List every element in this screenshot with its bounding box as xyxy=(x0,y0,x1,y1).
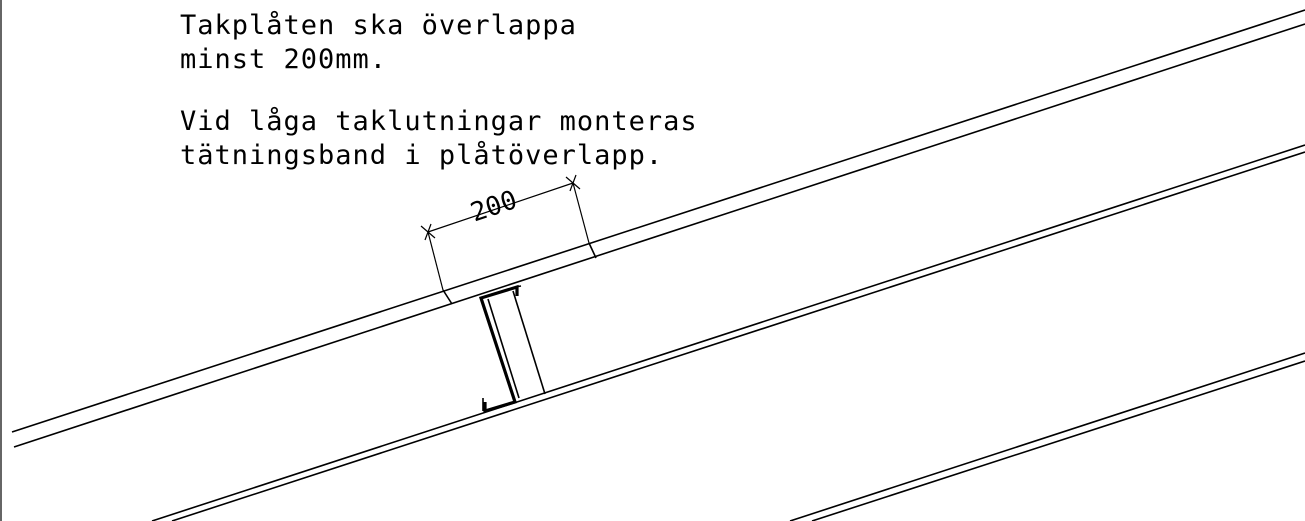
upper-roof-sheet-bottom-line xyxy=(13,23,1305,448)
overlap-start-tick xyxy=(442,289,453,305)
lower-roof-sheet xyxy=(151,144,1305,521)
dimension-extension-left xyxy=(427,231,444,291)
lower-right-roof-sheet-bottom-line xyxy=(811,360,1305,521)
dimension-extension-right xyxy=(572,182,590,244)
dimension-label: 200 xyxy=(467,185,521,228)
lower-right-roof-sheet-top-line xyxy=(789,352,1305,521)
upper-roof-sheet xyxy=(11,9,1305,448)
upper-roof-sheet-top-line xyxy=(11,9,1305,433)
note-sealing-line-1: Vid låga taklutningar monteras xyxy=(180,106,698,137)
installation-notes: Takplåten ska överlappa minst 200mm. Vid… xyxy=(180,10,698,171)
z-purlin-outer-edge xyxy=(512,290,546,395)
dimension-tick-right-b xyxy=(569,174,577,192)
lower-right-roof-sheet xyxy=(789,352,1305,521)
dimension-line xyxy=(427,182,574,233)
note-overlap-line-1: Takplåten ska överlappa xyxy=(180,10,577,41)
z-purlin-profile xyxy=(478,284,546,414)
z-purlin-web-inner xyxy=(487,298,520,399)
overlap-dimension: 200 xyxy=(420,174,590,291)
dimension-tick-left-b xyxy=(424,223,432,241)
note-overlap-line-2: minst 200mm. xyxy=(180,44,387,75)
z-purlin-top-lip xyxy=(514,285,522,288)
overlap-end-tick xyxy=(588,242,597,259)
note-sealing-line-2: tätningsband i plåtöverlapp. xyxy=(180,140,663,171)
lower-roof-sheet-bottom-line xyxy=(171,151,1305,521)
z-purlin-web-heavy xyxy=(478,284,519,414)
lower-roof-sheet-top-line xyxy=(151,144,1305,521)
